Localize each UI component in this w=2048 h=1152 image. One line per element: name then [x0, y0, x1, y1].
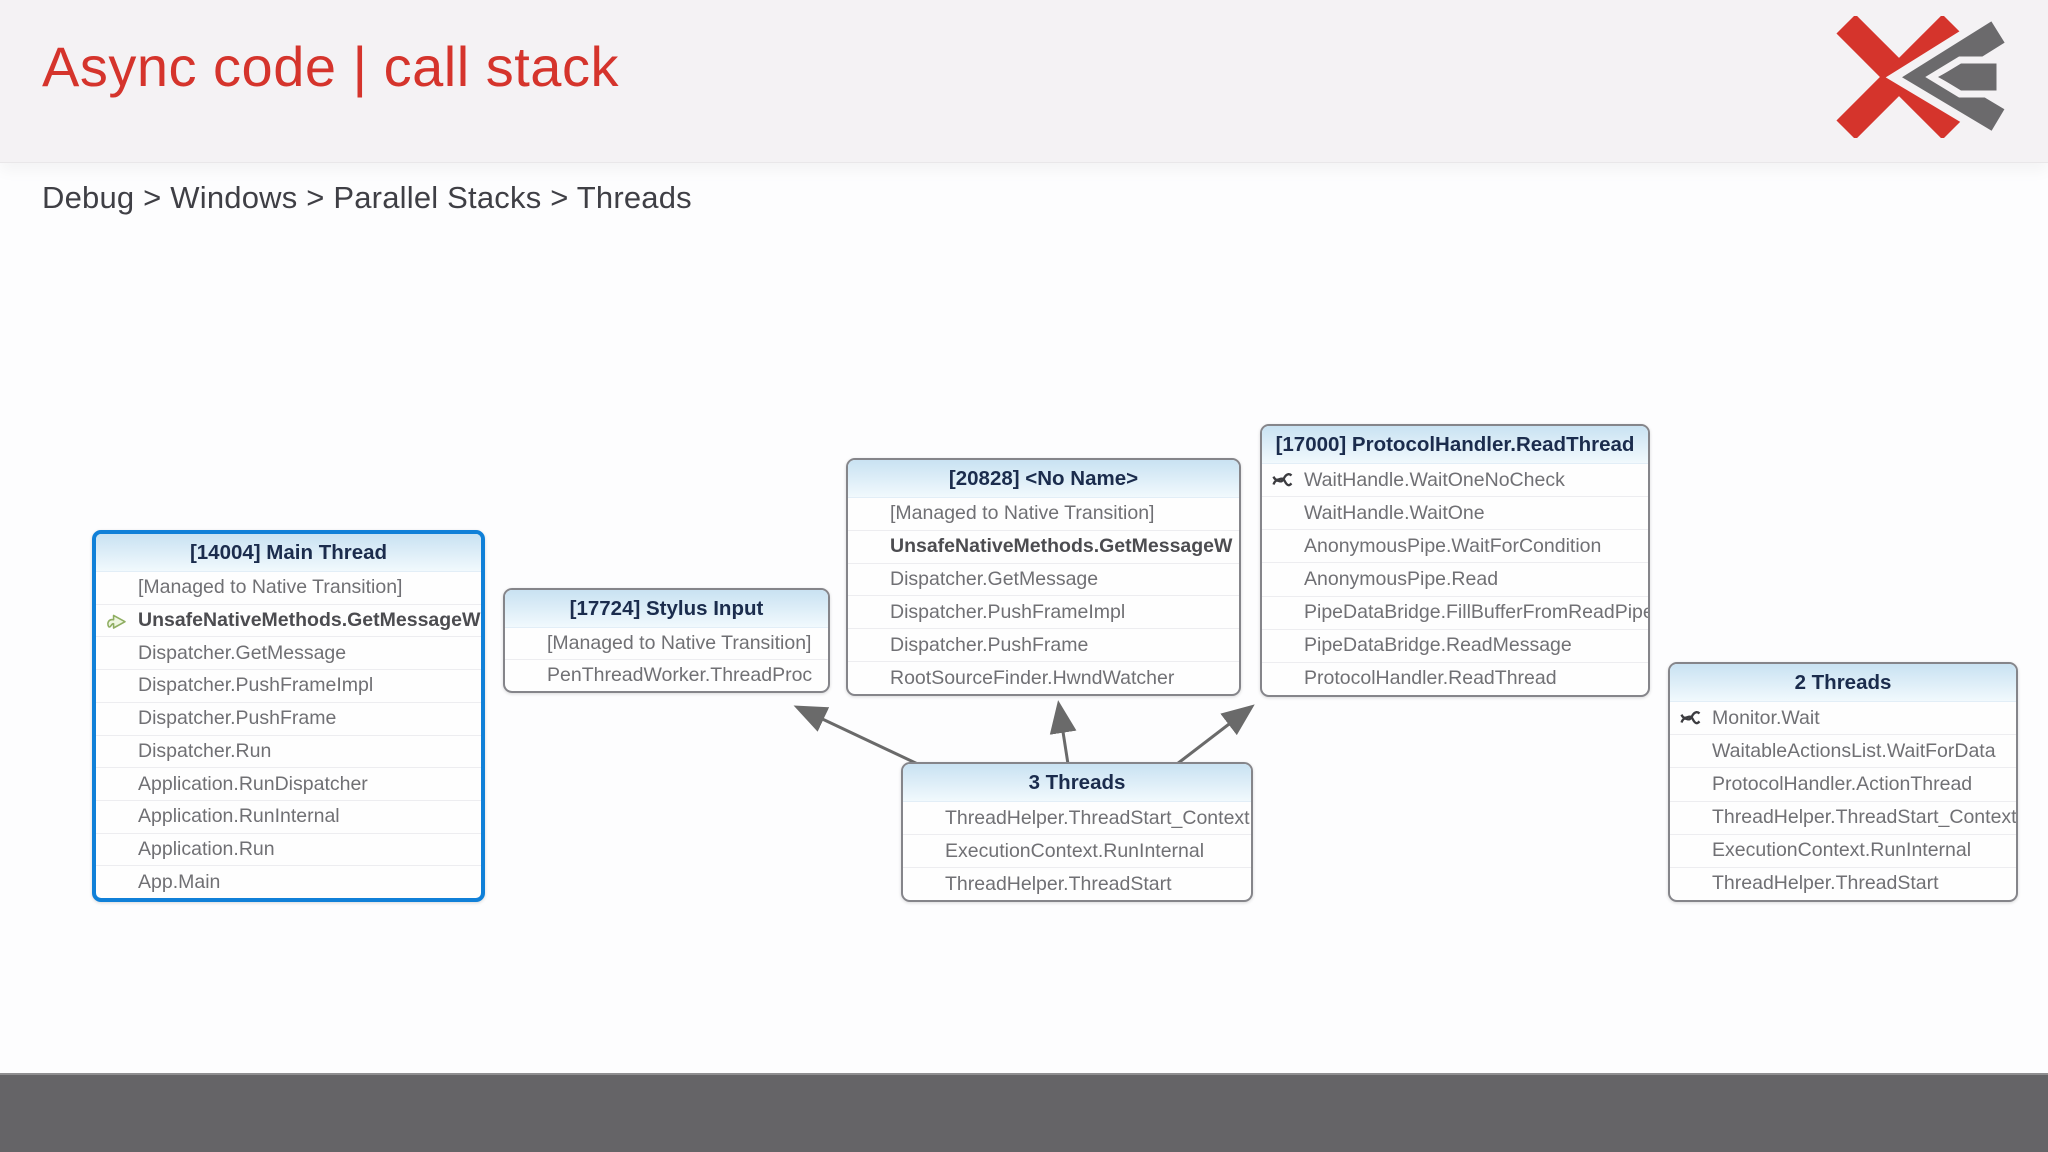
stack-frame-row[interactable]: AnonymousPipe.Read	[1262, 563, 1648, 597]
stack-frame-label: Application.Run	[138, 837, 275, 860]
stack-frame-row[interactable]: AnonymousPipe.WaitForCondition	[1262, 530, 1648, 564]
stack-frame-row[interactable]: Application.Run	[96, 834, 481, 867]
stack-frame-label: Dispatcher.PushFrame	[890, 633, 1089, 656]
stack-frame-label: ExecutionContext.RunInternal	[945, 839, 1205, 862]
stack-box-header: [17000] ProtocolHandler.ReadThread	[1262, 426, 1648, 464]
stack-frame-label: [Managed to Native Transition]	[890, 502, 1155, 525]
stack-frame-label: [Managed to Native Transition]	[138, 576, 403, 599]
stack-frame-label: Dispatcher.Run	[138, 739, 272, 762]
stack-box-header: [17724] Stylus Input	[505, 590, 828, 628]
stack-frame-row[interactable]: Dispatcher.PushFrame	[96, 703, 481, 736]
arrow-threads-to-protocol	[1176, 704, 1255, 766]
thread-stack-box-stylus-input[interactable]: [17724] Stylus Input [Managed to Native T…	[503, 588, 830, 693]
stack-frame-label: WaitHandle.WaitOne	[1304, 501, 1485, 524]
stack-frame-label: PipeDataBridge.ReadMessage	[1304, 634, 1572, 657]
stack-frame-row[interactable]: ThreadHelper.ThreadStart	[903, 868, 1251, 900]
stack-frame-label: AnonymousPipe.Read	[1304, 567, 1499, 590]
current-frame-icon	[105, 611, 129, 631]
stack-frame-row[interactable]: WaitableActionsList.WaitForData	[1670, 735, 2016, 769]
stack-frame-row[interactable]: App.Main	[96, 866, 481, 898]
stack-frame-row[interactable]: Dispatcher.PushFrameImpl	[96, 670, 481, 703]
stack-frame-label: ProtocolHandler.ReadThread	[1304, 667, 1557, 690]
thread-stack-box-no-name[interactable]: [20828] <No Name> [Managed to Native Tran…	[846, 458, 1241, 696]
stack-frame-label: UnsafeNativeMethods.GetMessageW	[138, 609, 481, 632]
stack-frame-label: ProtocolHandler.ActionThread	[1712, 772, 1973, 795]
stack-frame-row[interactable]: Application.RunInternal	[96, 801, 481, 834]
breadcrumb: Debug > Windows > Parallel Stacks > Thre…	[42, 180, 692, 215]
stack-frame-label: App.Main	[138, 870, 221, 893]
slide-footer-band	[0, 1073, 2048, 1152]
stack-frame-row[interactable]: ThreadHelper.ThreadStart_Context	[1670, 802, 2016, 835]
stack-frame-label: [Managed to Native Transition]	[547, 632, 812, 654]
stack-frame-row[interactable]: [Managed to Native Transition]	[848, 498, 1239, 531]
stack-frame-row[interactable]: ProtocolHandler.ReadThread	[1262, 663, 1648, 695]
stack-box-header: [20828] <No Name>	[848, 460, 1239, 498]
stack-frame-row[interactable]: Dispatcher.GetMessage	[96, 637, 481, 671]
stack-frame-label: ThreadHelper.ThreadStart_Context	[945, 806, 1250, 829]
stack-box-header: 2 Threads	[1670, 664, 2016, 702]
xe-logo	[1836, 16, 2008, 138]
stack-frame-row[interactable]: RootSourceFinder.HwndWatcher	[848, 662, 1239, 694]
stack-frame-label: PipeDataBridge.FillBufferFromReadPipe	[1304, 601, 1650, 624]
arrow-threads-to-stylus	[793, 705, 923, 768]
stack-frame-row[interactable]: WaitHandle.WaitOne	[1262, 497, 1648, 531]
stack-frame-row[interactable]: Application.RunDispatcher	[96, 768, 481, 801]
stack-frame-row[interactable]: PenThreadWorker.ThreadProc	[505, 660, 828, 691]
stack-box-header: [14004] Main Thread	[96, 534, 481, 572]
stack-frame-row[interactable]: ThreadHelper.ThreadStart_Context	[903, 802, 1251, 835]
stack-frame-label: Dispatcher.GetMessage	[138, 641, 347, 664]
stack-frame-label: WaitHandle.WaitOneNoCheck	[1304, 468, 1565, 491]
stack-frame-row[interactable]: ExecutionContext.RunInternal	[1670, 835, 2016, 868]
stack-box-header: 3 Threads	[903, 764, 1251, 802]
stack-frame-label: ThreadHelper.ThreadStart	[945, 872, 1172, 895]
stack-frame-label: ThreadHelper.ThreadStart_Context	[1712, 806, 2017, 829]
stack-frame-label: ExecutionContext.RunInternal	[1712, 839, 1972, 862]
stack-frame-row[interactable]: ExecutionContext.RunInternal	[903, 835, 1251, 868]
stack-frame-label: RootSourceFinder.HwndWatcher	[890, 666, 1175, 689]
stack-frame-label: ThreadHelper.ThreadStart	[1712, 872, 1939, 895]
stack-frame-row[interactable]: ProtocolHandler.ActionThread	[1670, 768, 2016, 802]
stack-frame-label: Dispatcher.PushFrameImpl	[138, 674, 374, 697]
stack-frame-label: WaitableActionsList.WaitForData	[1712, 739, 1996, 762]
stack-frame-row[interactable]: [Managed to Native Transition]	[505, 628, 828, 660]
stack-frame-label: AnonymousPipe.WaitForCondition	[1304, 534, 1602, 557]
stack-frame-row[interactable]: PipeDataBridge.ReadMessage	[1262, 630, 1648, 663]
stack-frame-row[interactable]: PipeDataBridge.FillBufferFromReadPipe	[1262, 597, 1648, 630]
xe-logo-e	[1885, 16, 2008, 138]
stack-frame-label: Application.RunInternal	[138, 805, 340, 828]
stack-frame-label: Monitor.Wait	[1712, 706, 1820, 729]
stack-frame-label: Dispatcher.PushFrame	[138, 707, 337, 730]
stack-frame-row[interactable]: [Managed to Native Transition]	[96, 572, 481, 605]
stack-frame-label: Dispatcher.PushFrameImpl	[890, 600, 1126, 623]
thread-stack-box-main-thread[interactable]: [14004] Main Thread [Managed to Native Tr…	[92, 530, 485, 902]
stack-frame-row[interactable]: ThreadHelper.ThreadStart	[1670, 868, 2016, 900]
stack-frame-row[interactable]: UnsafeNativeMethods.GetMessageW	[96, 605, 481, 638]
stack-frame-row[interactable]: Dispatcher.PushFrameImpl	[848, 596, 1239, 630]
stack-frame-label: Dispatcher.GetMessage	[890, 568, 1099, 591]
stack-frame-row[interactable]: Dispatcher.PushFrame	[848, 629, 1239, 663]
stack-frame-row[interactable]: Dispatcher.Run	[96, 736, 481, 769]
stack-frame-row[interactable]: UnsafeNativeMethods.GetMessageW	[848, 531, 1239, 564]
stack-frame-row[interactable]: WaitHandle.WaitOneNoCheck	[1262, 464, 1648, 498]
stack-frame-row[interactable]: Dispatcher.GetMessage	[848, 564, 1239, 597]
slide-header-band: Async code | call stack	[0, 0, 2048, 163]
stack-frame-label: UnsafeNativeMethods.GetMessageW	[890, 535, 1233, 558]
parallel-stacks-diagram: [14004] Main Thread [Managed to Native Tr…	[0, 230, 2048, 1070]
stack-frame-label: Application.RunDispatcher	[138, 772, 368, 795]
stack-frame-label: PenThreadWorker.ThreadProc	[547, 664, 813, 686]
arrow-threads-to-noname	[1049, 700, 1077, 765]
page-title: Async code | call stack	[42, 35, 619, 98]
threads-icon	[1679, 709, 1702, 727]
stack-frame-row[interactable]: Monitor.Wait	[1670, 702, 2016, 736]
threads-icon	[1271, 471, 1294, 489]
